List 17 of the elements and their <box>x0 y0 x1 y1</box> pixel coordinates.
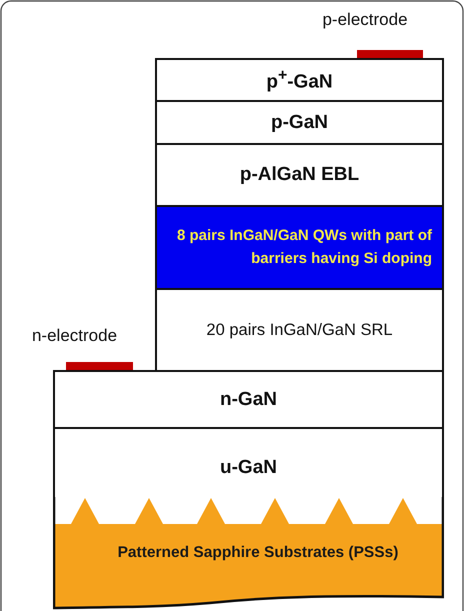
semiconductor-layer <box>155 288 444 373</box>
quantum-well-layer <box>155 205 444 290</box>
semiconductor-layer <box>53 427 444 498</box>
semiconductor-layer <box>155 58 444 102</box>
layer-label: Patterned Sapphire Substrates (PSSs) <box>116 543 400 563</box>
electrode-label: n-electrode <box>30 326 118 346</box>
semiconductor-layer <box>53 370 444 429</box>
layer-label: n-GaN <box>220 388 277 410</box>
layer-label: p-AlGaN EBL <box>240 164 360 186</box>
layer-label: p$^{+}$-GaN <box>266 66 333 94</box>
layer-label: p-GaN <box>271 112 328 134</box>
layer-label: 20 pairs InGaN/GaN SRL <box>206 321 393 340</box>
semiconductor-layer <box>155 143 444 207</box>
electrode-label: p-electrode <box>321 10 409 30</box>
layer-label: 8 pairs InGaN/GaN QWs with part of barriers having Si doping <box>176 226 432 268</box>
semiconductor-layer <box>155 100 444 145</box>
layer-label: u-GaN <box>220 456 277 478</box>
